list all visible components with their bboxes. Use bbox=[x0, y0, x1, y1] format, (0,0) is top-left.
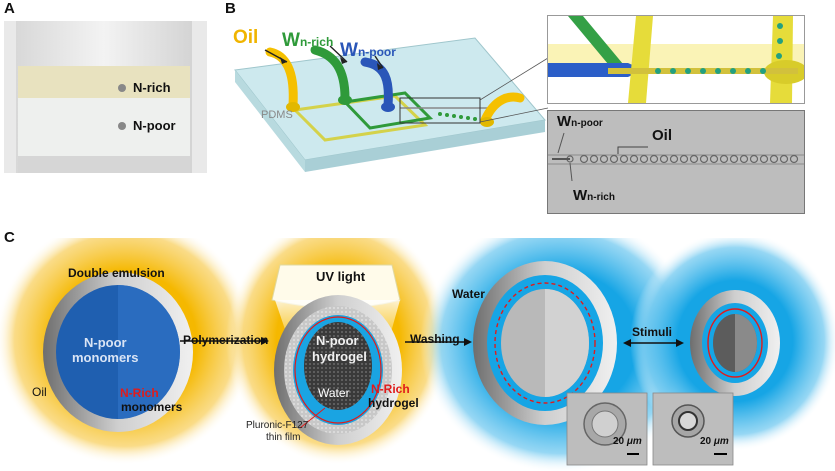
micro-w-n-poor-w: W bbox=[557, 113, 572, 130]
uv-light-label: UV light bbox=[316, 269, 366, 284]
n-poor-hydrogel-label-2: hydrogel bbox=[312, 349, 367, 364]
n-poor-layer bbox=[18, 98, 190, 158]
w-n-rich-w: W bbox=[282, 30, 300, 51]
droplet-double-emulsion bbox=[43, 272, 193, 432]
panel-label-a: A bbox=[4, 0, 15, 17]
pluronic-label-2: thin film bbox=[266, 432, 301, 443]
junction-zoom-illustration bbox=[548, 16, 804, 103]
vial-illustration bbox=[4, 21, 207, 173]
washing-label: Washing bbox=[410, 332, 460, 346]
droplet-polymerized bbox=[274, 295, 402, 445]
w-n-poor-w: W bbox=[340, 40, 358, 61]
junction-zoom-render bbox=[547, 15, 805, 104]
panel-label-c: C bbox=[4, 229, 15, 246]
n-poor-hydrogel-label-1: N-poor bbox=[316, 333, 359, 348]
water-inner-label: Water bbox=[318, 386, 350, 400]
oil-label: Oil bbox=[233, 27, 259, 48]
polymerization-label: Polymerization bbox=[183, 333, 269, 347]
micro-w-n-rich-label: Wn-rich bbox=[573, 187, 615, 204]
n-rich-label: N-rich bbox=[133, 80, 171, 95]
n-poor-label: N-poor bbox=[133, 118, 176, 133]
w-n-rich-label: Wn-rich bbox=[282, 30, 333, 52]
pdms-label: PDMS bbox=[261, 109, 293, 121]
w-n-poor-label: Wn-poor bbox=[340, 40, 396, 62]
n-rich-layer bbox=[18, 66, 190, 98]
panel-label-b: B bbox=[225, 0, 236, 17]
scale-unit-2: μm bbox=[713, 436, 729, 447]
micrograph-illustration bbox=[548, 111, 804, 213]
scale-bar-label-1: 20 μm bbox=[613, 436, 642, 447]
w-n-poor-sub: n-poor bbox=[357, 45, 396, 59]
pluronic-label-1: Pluronic-F127 bbox=[246, 420, 309, 431]
micro-w-n-poor-label: Wn-poor bbox=[557, 113, 603, 130]
droplet-stimulated bbox=[690, 290, 780, 396]
vial-photo bbox=[4, 21, 207, 173]
micro-w-n-rich-sub: n-rich bbox=[587, 192, 615, 203]
double-emulsion-schematic bbox=[0, 238, 835, 471]
n-rich-monomers-label: monomers bbox=[121, 400, 183, 414]
water-outer-label: Water bbox=[452, 287, 485, 301]
double-emulsion-label: Double emulsion bbox=[68, 266, 165, 280]
n-poor-monomers-label-1: N-poor bbox=[84, 335, 127, 350]
scale-bar-label-2: 20 μm bbox=[700, 436, 729, 447]
scale-value-1: 20 bbox=[613, 436, 625, 447]
inset-micrograph-2 bbox=[652, 392, 734, 466]
scale-unit-1: μm bbox=[626, 436, 642, 447]
micro-oil-label: Oil bbox=[652, 127, 673, 144]
micro-w-n-poor-sub: n-poor bbox=[571, 118, 603, 129]
droplet-washed bbox=[473, 261, 617, 425]
junction-micrograph bbox=[547, 110, 805, 214]
w-n-rich-sub: n-rich bbox=[299, 35, 334, 49]
stimuli-label: Stimuli bbox=[632, 325, 673, 339]
inset-micrograph-1 bbox=[566, 392, 648, 466]
n-rich-hydrogel-red: N-Rich bbox=[371, 382, 410, 396]
scale-value-2: 20 bbox=[700, 436, 712, 447]
microfluidic-device-illustration bbox=[234, 37, 549, 172]
n-rich-monomers-red-1: N-Rich bbox=[120, 386, 159, 400]
micro-w-n-rich-w: W bbox=[573, 187, 588, 204]
hydrogel-label: hydrogel bbox=[368, 396, 419, 410]
n-poor-monomers-label-2: monomers bbox=[72, 350, 139, 365]
oil-outer-label: Oil bbox=[32, 385, 47, 399]
